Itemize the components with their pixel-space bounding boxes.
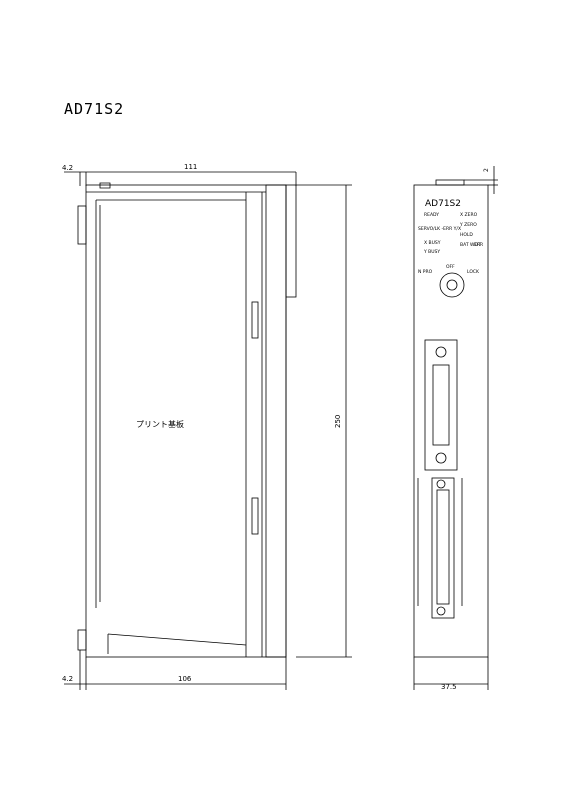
side-bottom-offset-label: 4.2 (62, 675, 73, 683)
bottom-ribs (107, 633, 247, 654)
switch-npro-label: N PRO (418, 269, 433, 275)
drawing-title: AD71S2 (64, 100, 125, 118)
side-view (64, 171, 352, 690)
front-view (413, 166, 498, 690)
side-bottom-width-label: 106 (178, 675, 192, 683)
led-hold: HOLD (460, 232, 473, 238)
side-height-label: 250 (334, 415, 342, 428)
front-top-gap-label: 2 (483, 168, 490, 172)
led-bat-err: BAT WDT (460, 242, 481, 248)
side-top-width-label: 111 (184, 163, 197, 171)
board-label: プリント基板 (136, 419, 184, 429)
front-width-label: 37.5 (441, 683, 457, 691)
switch-off-label: OFF (446, 264, 455, 270)
led-servo-err: SERVO/LK -ERR Y/X (418, 226, 461, 232)
led-y-busy: Y BUSY (423, 249, 440, 255)
led-y-zero: Y ZERO (459, 222, 477, 228)
led-err: ERR (474, 242, 483, 248)
terminal-block (417, 477, 463, 619)
switch-lock-label: LOCK (467, 269, 480, 275)
top-vent-slots (99, 182, 111, 189)
upper-connector (424, 339, 458, 471)
key-switch (439, 272, 465, 298)
front-model-label: AD71S2 (425, 199, 461, 209)
led-ready: READY (424, 212, 439, 218)
led-x-zero: X ZERO (460, 212, 478, 218)
side-top-offset-label: 4.2 (62, 164, 73, 172)
led-x-busy: X BUSY (424, 240, 441, 246)
